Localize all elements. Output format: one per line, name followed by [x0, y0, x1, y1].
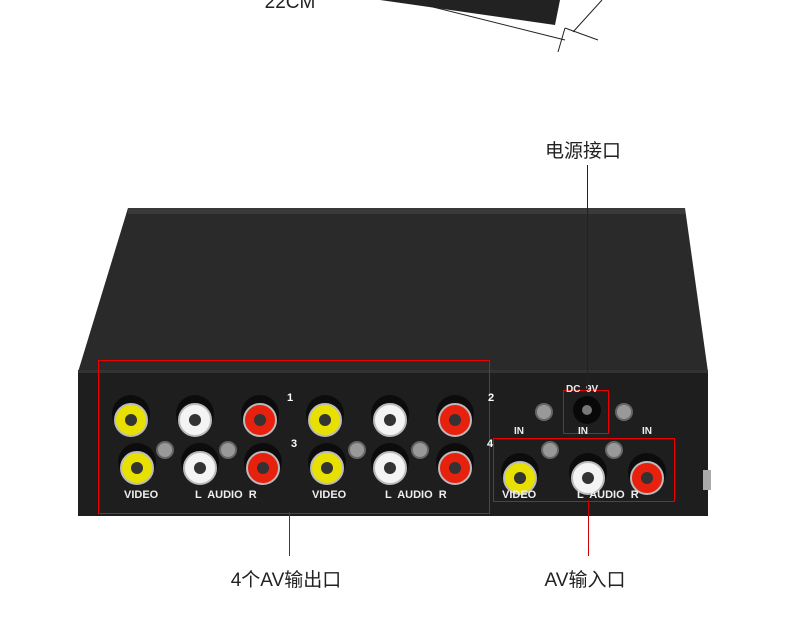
port-number-3: 3 — [291, 438, 298, 450]
screw-icon — [219, 441, 237, 459]
video-label-in: VIDEO — [502, 489, 537, 501]
input-ports-highlight — [493, 438, 675, 502]
input-callout-line — [588, 500, 589, 556]
screw-icon — [615, 403, 633, 421]
screw-icon — [605, 441, 623, 459]
screw-icon — [535, 403, 553, 421]
port-number-4: 4 — [487, 438, 494, 450]
dc-label: DC 9V — [566, 384, 599, 395]
in-label-video: IN — [514, 426, 524, 437]
input-callout: AV输入口 — [544, 570, 626, 591]
audio-label-in: L AUDIO R — [577, 489, 639, 501]
in-label-right: IN — [642, 426, 652, 437]
outputs-callout-line — [289, 512, 290, 556]
audio-label-1: L AUDIO R — [195, 489, 257, 501]
output-ports-highlight — [98, 360, 490, 514]
power-port-highlight — [563, 390, 609, 434]
power-port-callout: 电源接口 — [544, 141, 622, 162]
screw-icon — [156, 441, 174, 459]
port-number-1: 1 — [287, 392, 294, 404]
power-callout-line — [587, 165, 588, 390]
video-label-2: VIDEO — [312, 489, 347, 501]
audio-label-2: L AUDIO R — [385, 489, 447, 501]
port-number-2: 2 — [488, 392, 495, 404]
screw-icon — [541, 441, 559, 459]
dimension-label: 22CM — [264, 0, 316, 13]
in-label-left: IN — [578, 426, 588, 437]
outputs-callout: 4个AV输出口 — [230, 570, 342, 591]
screw-icon — [411, 441, 429, 459]
video-label-1: VIDEO — [124, 489, 159, 501]
screw-icon — [348, 441, 366, 459]
